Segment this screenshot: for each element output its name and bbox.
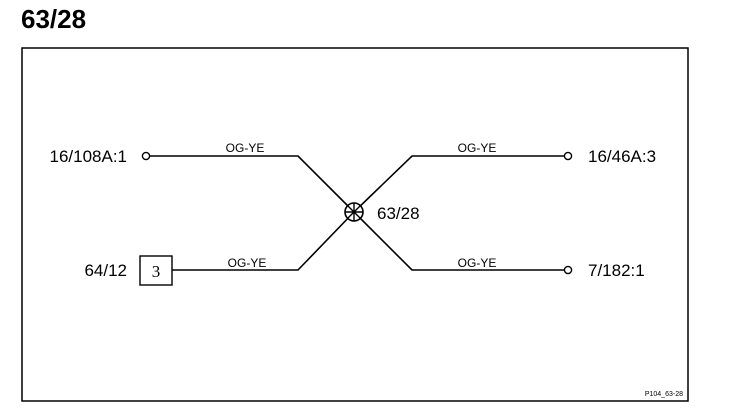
page-title: 63/28 (21, 4, 87, 34)
connector-bottom-left-label: 64/12 (84, 261, 127, 280)
connector-top-right-label: 16/46A:3 (588, 147, 656, 166)
terminal-top-right-icon (563, 151, 573, 161)
splice-icon (344, 202, 364, 222)
terminal-top-left-icon (141, 151, 151, 161)
connector-top-left-label: 16/108A:1 (49, 147, 127, 166)
wire-top-left (150, 155, 355, 213)
diagram-frame (21, 47, 689, 402)
connector-box-label: 3 (152, 262, 161, 281)
wire-top-right-label: OG-YE (458, 141, 497, 155)
wire-bottom-left-label: OG-YE (228, 256, 267, 270)
connector-bottom-right-label: 7/182:1 (588, 261, 645, 280)
figure-reference: P104_63-28 (645, 391, 683, 398)
wire-top-right (353, 155, 564, 213)
connector-box (139, 255, 173, 286)
wire-bottom-right-label: OG-YE (458, 256, 497, 270)
wire-bottom-left (172, 211, 355, 271)
wire-bottom-right (353, 211, 564, 271)
splice-label: 63/28 (377, 204, 420, 223)
wire-top-left-label: OG-YE (226, 141, 265, 155)
terminal-bottom-right-icon (563, 265, 573, 275)
